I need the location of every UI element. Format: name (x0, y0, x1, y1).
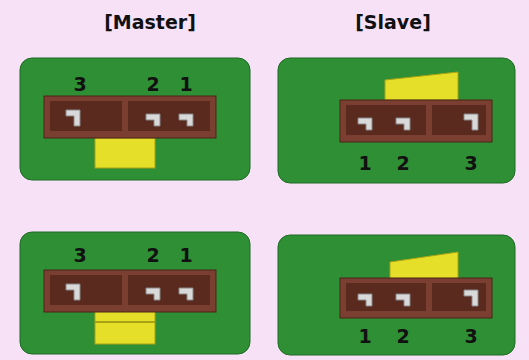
pin (179, 288, 193, 300)
pin (146, 114, 160, 126)
panel-title: [Master] (104, 13, 196, 32)
locking-latch (385, 72, 458, 100)
connector-housing (340, 278, 492, 318)
housing-slot (432, 105, 486, 135)
pin-number: 1 (179, 246, 192, 265)
pin (179, 114, 193, 126)
locking-latch (390, 252, 458, 280)
circuit-board (20, 58, 250, 180)
pin-number: 1 (358, 154, 371, 173)
locking-tab (95, 310, 155, 344)
pin-number: 1 (358, 327, 371, 346)
pin-number: 2 (146, 75, 159, 94)
connector-housing (44, 270, 216, 312)
pin (358, 118, 372, 130)
pin-number: 3 (73, 246, 86, 265)
pin (66, 284, 80, 300)
housing-slot (50, 101, 122, 131)
housing-slot (432, 283, 486, 311)
pin (146, 288, 160, 300)
connector-housing (340, 100, 492, 142)
pin (66, 110, 80, 126)
housing-slot (128, 275, 210, 305)
pin-number: 2 (396, 154, 409, 173)
panel-title: [Slave] (355, 13, 431, 32)
pin-number: 1 (179, 75, 192, 94)
pin (396, 294, 410, 306)
pin-number: 2 (146, 246, 159, 265)
pin (464, 114, 478, 130)
pin-number: 3 (464, 154, 477, 173)
pin (358, 294, 372, 306)
pin-number: 3 (464, 327, 477, 346)
circuit-board (20, 232, 250, 354)
pin-number: 3 (73, 75, 86, 94)
pin (396, 118, 410, 130)
locking-tab (95, 138, 155, 168)
housing-slot (50, 275, 122, 305)
pin-number: 2 (396, 327, 409, 346)
circuit-board (278, 235, 515, 355)
circuit-board (278, 58, 515, 183)
housing-slot (128, 101, 210, 131)
housing-slot (346, 283, 426, 311)
connector-housing (44, 96, 216, 138)
pin (464, 290, 478, 306)
housing-slot (346, 105, 426, 135)
